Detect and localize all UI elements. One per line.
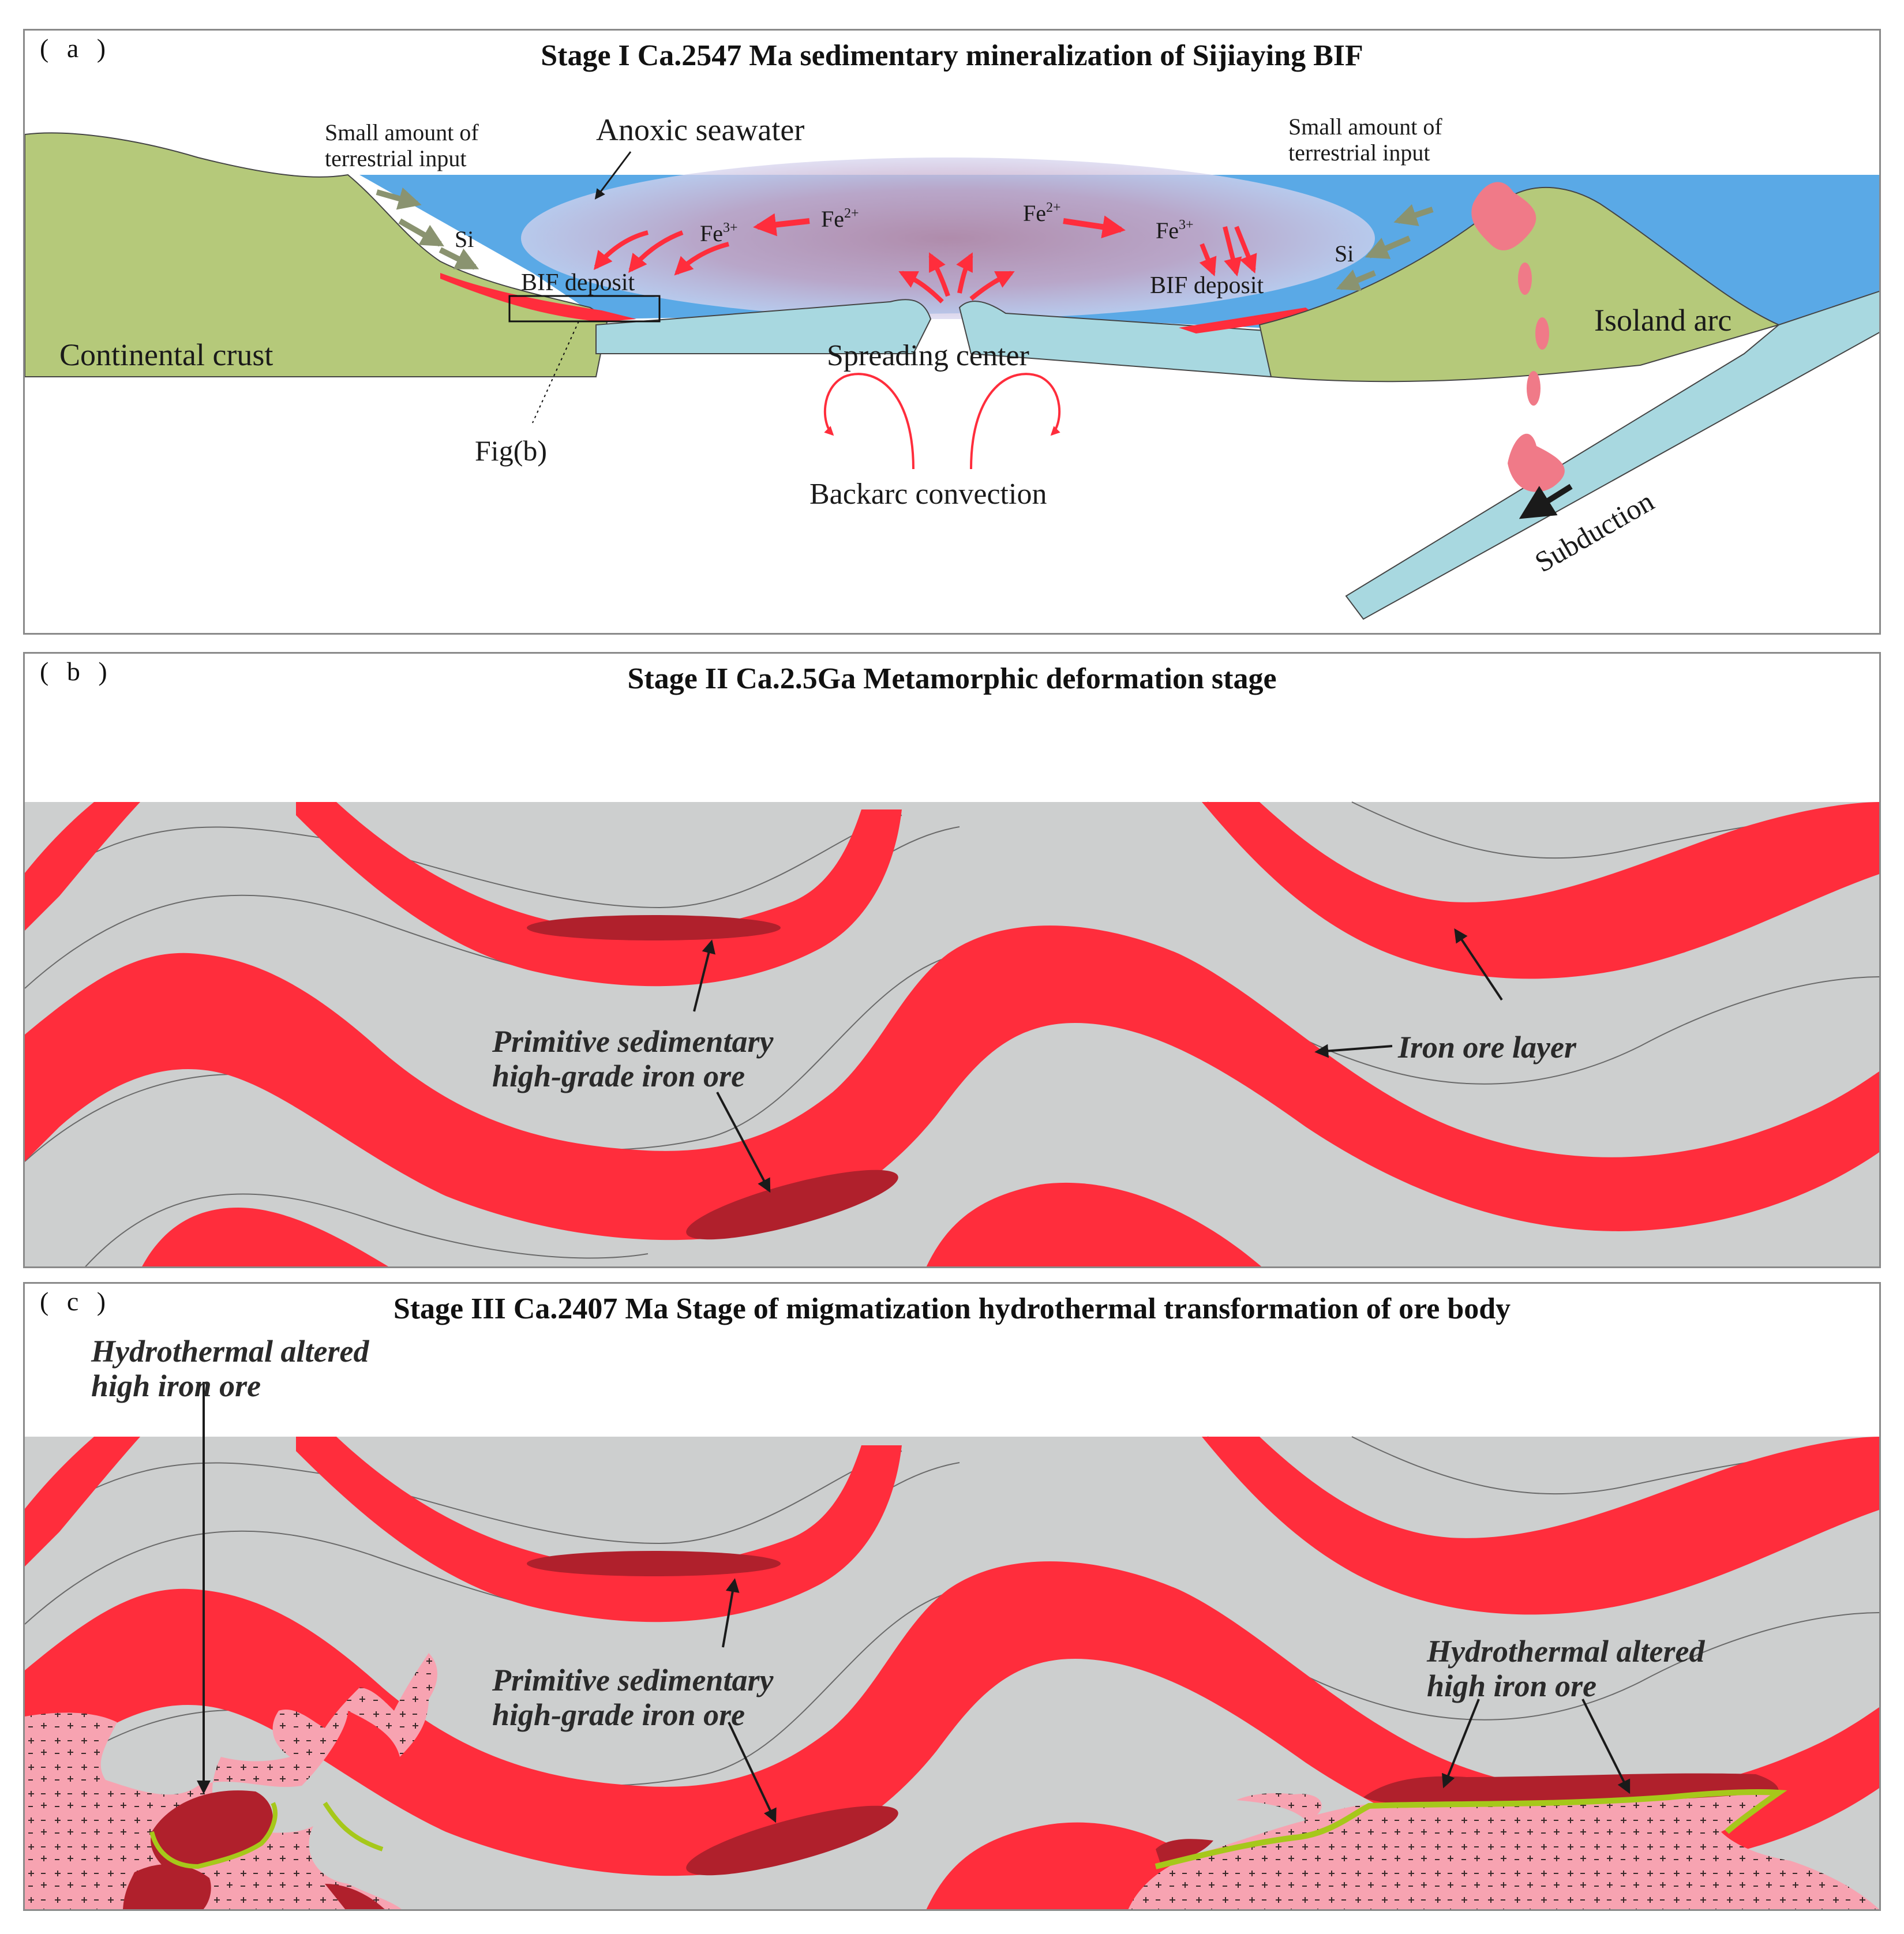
magma-drop-2 [1535,317,1549,350]
panel-b-letter: ( b ) [40,657,113,686]
label-iron-layer: Iron ore layer [1397,1030,1577,1065]
label-terrestrial-left-1: Small amount of [325,119,479,145]
fig-b-box [508,295,661,323]
label-hydro-left-1: Hydrothermal altered [91,1334,369,1369]
label-fig-b: Fig(b) [475,434,547,467]
subduction-arrow [1519,484,1573,519]
magma-drop-1 [1518,263,1532,295]
magma-chamber [1471,182,1536,250]
high-grade-ore-lower [686,1805,898,1876]
label-primitive-1: Primitive sedimentary [492,1663,774,1697]
anoxic-leader [594,151,632,200]
label-si-right: Si [1335,241,1354,267]
fig-b-leader [532,321,579,423]
panel-b: ( b ) Stage II Ca.2.5Ga Metamorphic defo… [23,652,1881,1268]
label-si-left: Si [455,226,474,252]
subducting-slab [1345,290,1879,620]
label-fe3-left: Fe3+ [700,220,738,246]
leader-hydro-right-2 [1581,1699,1631,1794]
label-isoland-arc: Isoland arc [1594,303,1731,338]
iron-layer-4 [142,1208,388,1266]
convection-arrows [823,373,1061,470]
panel-a: ( a ) Stage I Ca.2547 Ma sedimentary min… [23,29,1881,635]
spreading-arrows [898,252,1015,303]
iron-layer-2 [296,802,902,987]
leader-primitive-upper [693,939,715,1012]
label-primitive-2: high-grade iron ore [492,1059,745,1093]
leader-iron-layer-2 [1454,928,1503,1001]
granite-intrusion-left [25,1653,437,1909]
label-fe3-right: Fe3+ [1156,218,1194,243]
ore-right-small [1156,1839,1213,1866]
high-grade-ore-upper [527,1551,781,1576]
panel-a-letter: ( a ) [40,33,112,63]
label-terrestrial-right-1: Small amount of [1288,114,1442,140]
leader-primitive-upper [722,1578,740,1648]
oceanic-plate-left [595,299,932,354]
panel-c-title: Stage III Ca.2407 Ma Stage of migmatizat… [393,1292,1511,1325]
bif-deposit-right [1179,308,1317,333]
fe-arrow-left [753,213,810,237]
iron-layer-5 [926,1822,1190,1909]
label-fe2-right: Fe2+ [1023,200,1061,226]
iron-layer-5 [926,1182,1261,1266]
granite-intrusion-right [1128,1785,1879,1909]
fe-arrow-right [1063,215,1126,239]
label-primitive-2: high-grade iron ore [492,1697,745,1732]
hydro-ore-left [151,1790,273,1869]
anoxic-seawater-plume [521,158,1375,319]
label-bif-left: BIF deposit [521,269,635,296]
panel-a-diagram: Small amount of terrestrial input Anoxic… [25,113,1879,620]
panel-b-title: Stage II Ca.2.5Ga Metamorphic deformatio… [627,662,1277,695]
leader-primitive-lower [716,1092,771,1193]
label-terrestrial-right-2: terrestrial input [1288,140,1430,166]
ore-lower-left [123,1864,211,1909]
label-primitive-1: Primitive sedimentary [492,1024,774,1059]
label-hydro-left-2: high iron ore [91,1369,261,1403]
panel-c: ( c ) Stage III Ca.2407 Ma Stage of migm… [23,1282,1881,1911]
alteration-rim-left-2 [323,1801,384,1851]
leader-hydro-right-1 [1441,1699,1480,1789]
leader-primitive-lower [728,1722,777,1823]
panel-c-letter: ( c ) [40,1287,112,1316]
label-terrestrial-left-2: terrestrial input [325,145,466,171]
terrestrial-arrows-left [376,187,479,270]
alteration-rim-left [149,1802,278,1869]
label-bif-right: BIF deposit [1150,272,1264,299]
label-spreading-center: Spreading center [827,339,1029,372]
high-grade-ore-upper [527,915,781,940]
label-anoxic-seawater: Anoxic seawater [596,113,804,147]
ore-lower-left-2 [325,1884,385,1909]
panel-b-diagram: Primitive sedimentary high-grade iron or… [25,801,1879,1266]
panel-a-title: Stage I Ca.2547 Ma sedimentary mineraliz… [541,39,1363,72]
terrestrial-arrows-right [1336,204,1434,291]
panel-c-diagram: Hydrothermal altered high iron ore Primi… [25,1334,1879,1909]
iron-layer-6 [1202,802,1879,979]
iron-layer-1 [25,802,140,931]
continental-crust [25,132,609,377]
label-fe2-left: Fe2+ [821,206,859,232]
high-grade-ore-lower [686,1170,898,1240]
iron-layer-2 [296,1437,902,1622]
magma-source [1508,433,1565,492]
label-continental-crust: Continental crust [59,338,273,372]
precipitation-arrows-right [1199,226,1257,277]
bif-deposit-left [440,273,636,322]
label-hydro-right-2: high iron ore [1427,1669,1596,1703]
iron-layer-1 [25,1437,140,1566]
label-backarc-convection: Backarc convection [809,478,1047,511]
alteration-rim-right [1155,1789,1787,1869]
iron-layer-3 [25,925,1879,1240]
iron-layer-6 [1202,1437,1879,1615]
precipitation-arrows-left [594,230,729,276]
leader-iron-layer-1 [1314,1044,1393,1058]
label-hydro-right-1: Hydrothermal altered [1426,1634,1705,1669]
magma-drop-3 [1527,371,1541,406]
